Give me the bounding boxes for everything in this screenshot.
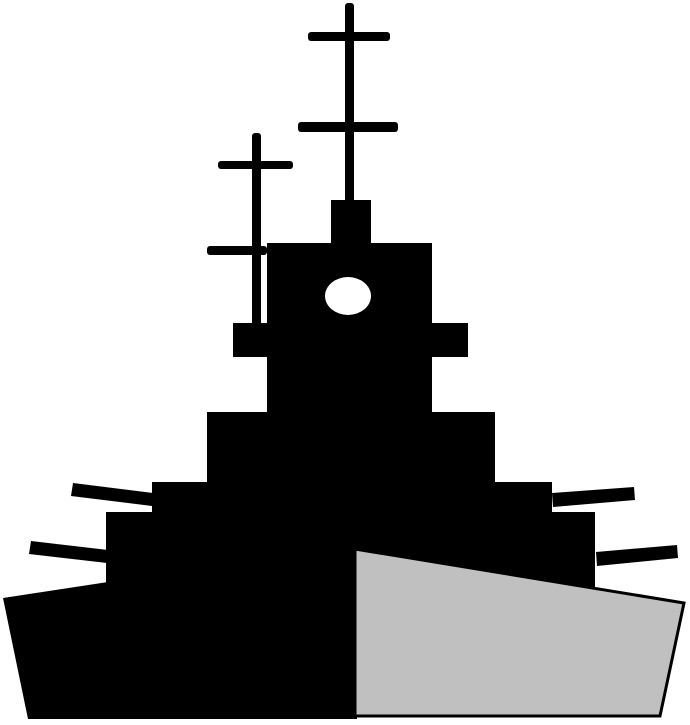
main-mast <box>298 3 398 208</box>
gun-lower-left <box>29 541 108 563</box>
main-mast-upper-yard <box>308 32 390 41</box>
bridge-wing-left <box>233 323 273 357</box>
main-mast-lower-yard <box>298 122 398 132</box>
main-mast-pole <box>345 3 354 208</box>
gun-lower-right <box>596 545 678 566</box>
hull-dark-side <box>3 549 357 719</box>
upper-deck-block <box>207 412 495 492</box>
fore-mast <box>207 133 293 333</box>
mast-base <box>331 200 371 250</box>
superstructure <box>106 200 595 592</box>
gun-upper-left <box>71 483 153 506</box>
bridge-wing-right <box>425 323 468 357</box>
gun-barrels <box>29 483 678 566</box>
bridge-tower <box>267 243 432 423</box>
porthole-window <box>325 277 371 315</box>
fore-mast-lower-yard <box>207 246 267 255</box>
hull-light-side <box>353 547 686 718</box>
fore-mast-pole <box>252 133 261 333</box>
gun-upper-right <box>552 487 635 507</box>
fore-mast-upper-yard <box>218 161 293 169</box>
